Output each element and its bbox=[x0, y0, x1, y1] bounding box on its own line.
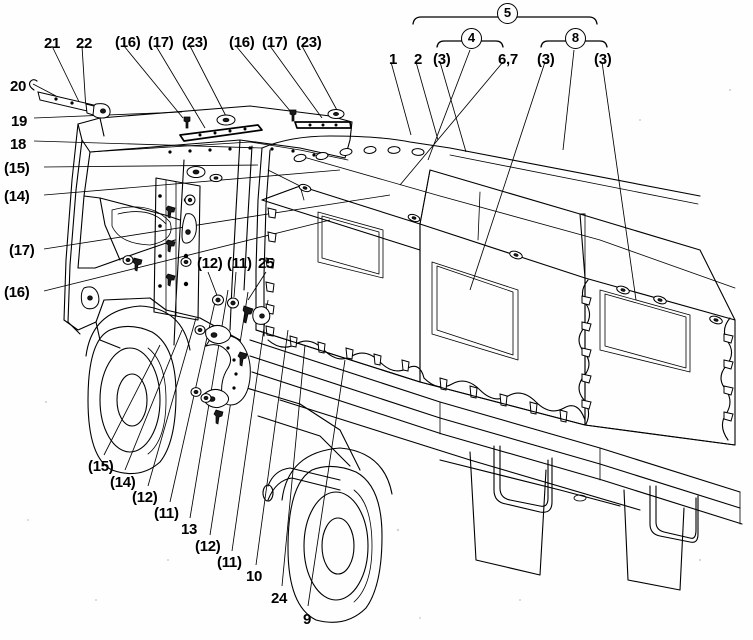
leader-lines-middle bbox=[207, 271, 267, 301]
callout-10: 10 bbox=[246, 568, 263, 585]
callout-20: 20 bbox=[10, 78, 27, 95]
callout-11-bottom-a: (11) bbox=[154, 505, 179, 522]
callout-19: 19 bbox=[11, 113, 28, 130]
callout-22: 22 bbox=[76, 35, 93, 52]
callout-15-bottom: (15) bbox=[88, 458, 114, 475]
callout-12-mid: (12) bbox=[197, 255, 223, 272]
bow-strap-hardware bbox=[28, 79, 341, 502]
truck-bed-frame bbox=[239, 329, 743, 591]
callout-3-b: (3) bbox=[537, 51, 555, 68]
callout-13: 13 bbox=[181, 521, 198, 538]
callout-1: 1 bbox=[389, 51, 398, 68]
callout-circled-5: 5 bbox=[497, 3, 518, 24]
callout-18: 18 bbox=[10, 136, 27, 153]
callout-25: 25 bbox=[258, 255, 275, 272]
leader-lines-left bbox=[32, 83, 391, 292]
callout-11-bottom-b: (11) bbox=[217, 554, 242, 571]
callout-23-a: (23) bbox=[182, 34, 208, 51]
callout-17-b: (17) bbox=[262, 34, 288, 51]
callout-16-a: (16) bbox=[115, 34, 141, 51]
callout-circled-8: 8 bbox=[565, 28, 586, 49]
callout-3-a: (3) bbox=[433, 51, 451, 68]
callout-2: 2 bbox=[414, 51, 423, 68]
leader-lines-top-left bbox=[51, 45, 339, 129]
callout-12-bottom-b: (12) bbox=[195, 538, 221, 555]
callout-16-left: (16) bbox=[4, 284, 30, 301]
scan-noise bbox=[27, 88, 732, 619]
tarp-tabs-side bbox=[298, 183, 723, 325]
callout-15-left: (15) bbox=[4, 160, 30, 177]
callout-17-a: (17) bbox=[148, 34, 174, 51]
callout-21: 21 bbox=[44, 35, 61, 52]
callout-11-mid: (11) bbox=[227, 255, 252, 272]
callout-12-bottom-a: (12) bbox=[132, 489, 158, 506]
callout-23-b: (23) bbox=[296, 34, 322, 51]
callout-24: 24 bbox=[271, 590, 288, 607]
callout-14-bottom: (14) bbox=[110, 474, 136, 491]
callout-6-7: 6,7 bbox=[498, 51, 518, 68]
callout-14-left: (14) bbox=[4, 188, 30, 205]
callout-17-left: (17) bbox=[9, 242, 35, 259]
callout-16-b: (16) bbox=[229, 34, 255, 51]
callout-3-c: (3) bbox=[594, 51, 612, 68]
tarp-fasteners-top bbox=[293, 146, 425, 163]
wheels bbox=[85, 305, 393, 623]
callout-9: 9 bbox=[303, 611, 312, 628]
callout-circled-4: 4 bbox=[461, 28, 482, 49]
